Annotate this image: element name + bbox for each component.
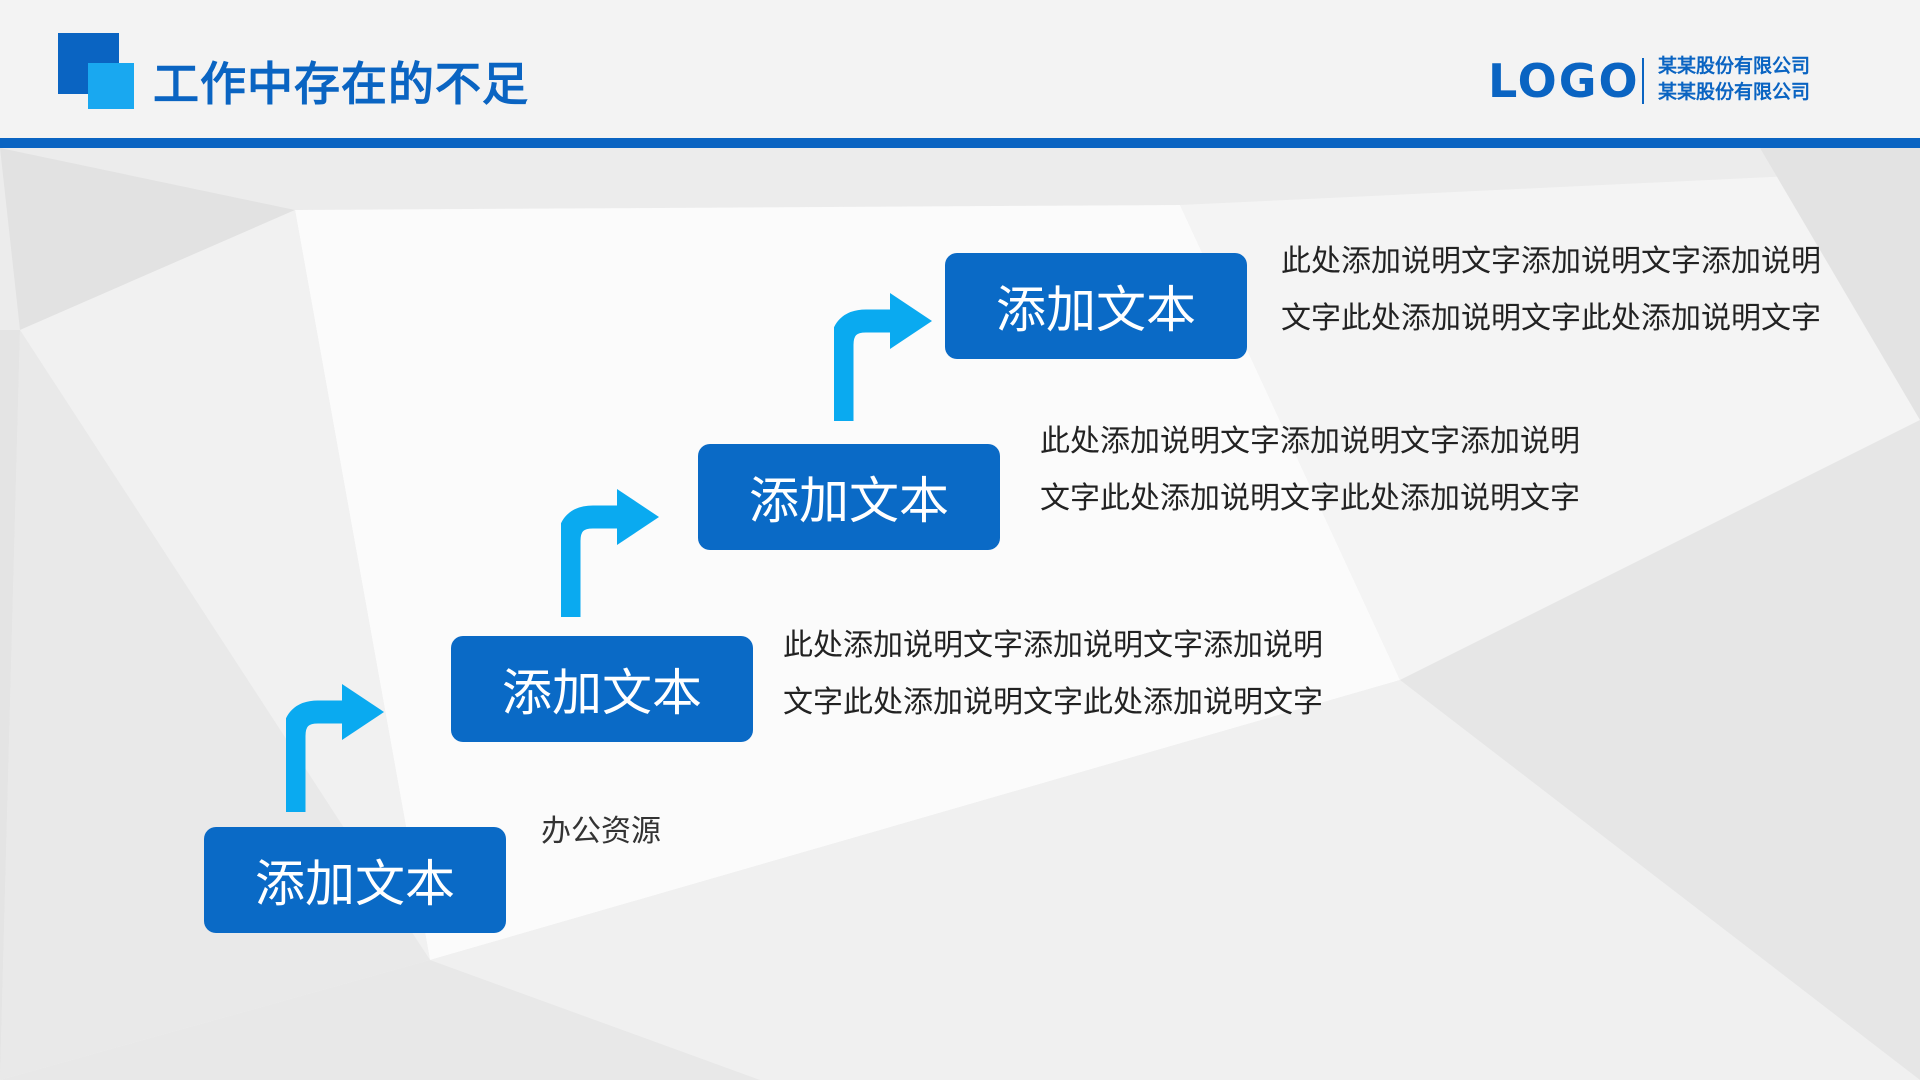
bent-arrow-up-right-icon bbox=[561, 489, 659, 617]
bent-arrow-up-right-icon bbox=[834, 293, 932, 421]
header-divider bbox=[0, 138, 1920, 148]
logo-company-line-1: 某某股份有限公司 bbox=[1658, 55, 1811, 77]
bent-arrow-up-right-icon bbox=[286, 684, 384, 812]
note-text: 办公资源 bbox=[541, 814, 661, 849]
step-box-4: 添加文本 bbox=[945, 253, 1247, 359]
page-title: 工作中存在的不足 bbox=[153, 57, 529, 111]
logo-company-line-2: 某某股份有限公司 bbox=[1658, 81, 1811, 103]
step-description-3: 此处添加说明文字添加说明文字添加说明文字此处添加说明文字此处添加说明文字 bbox=[1040, 424, 1580, 516]
logo-text: LOGO bbox=[1488, 54, 1640, 108]
step-box-3: 添加文本 bbox=[698, 444, 1000, 550]
step-box-2: 添加文本 bbox=[451, 636, 753, 742]
logo-divider bbox=[1642, 58, 1644, 104]
step-box-1: 添加文本 bbox=[204, 827, 506, 933]
step-description-4: 此处添加说明文字添加说明文字添加说明文字此处添加说明文字此处添加说明文字 bbox=[1281, 244, 1821, 336]
title-square-light bbox=[88, 63, 134, 109]
step-description-2: 此处添加说明文字添加说明文字添加说明文字此处添加说明文字此处添加说明文字 bbox=[783, 628, 1323, 720]
